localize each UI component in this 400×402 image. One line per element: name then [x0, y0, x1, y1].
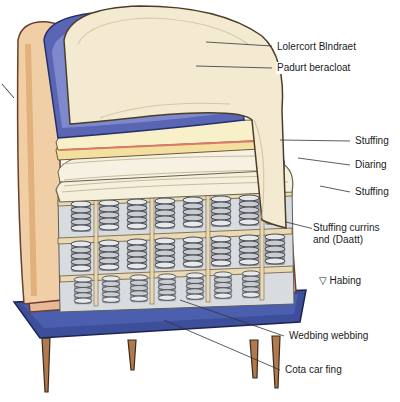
part-label: Padurt beracloat [276, 62, 351, 74]
part-label: Diaring [354, 159, 388, 171]
part-label: Stuffing [354, 135, 390, 147]
part-label: Stuffing [354, 186, 390, 198]
part-label: Wedbing webbing [288, 330, 369, 342]
part-label: Lolercort Blndraet [276, 41, 357, 53]
part-label: Stuffing currins and (Daatt) [312, 222, 396, 246]
part-label: Cota car fing [284, 364, 343, 376]
part-label: ▽ Habing [318, 275, 362, 287]
